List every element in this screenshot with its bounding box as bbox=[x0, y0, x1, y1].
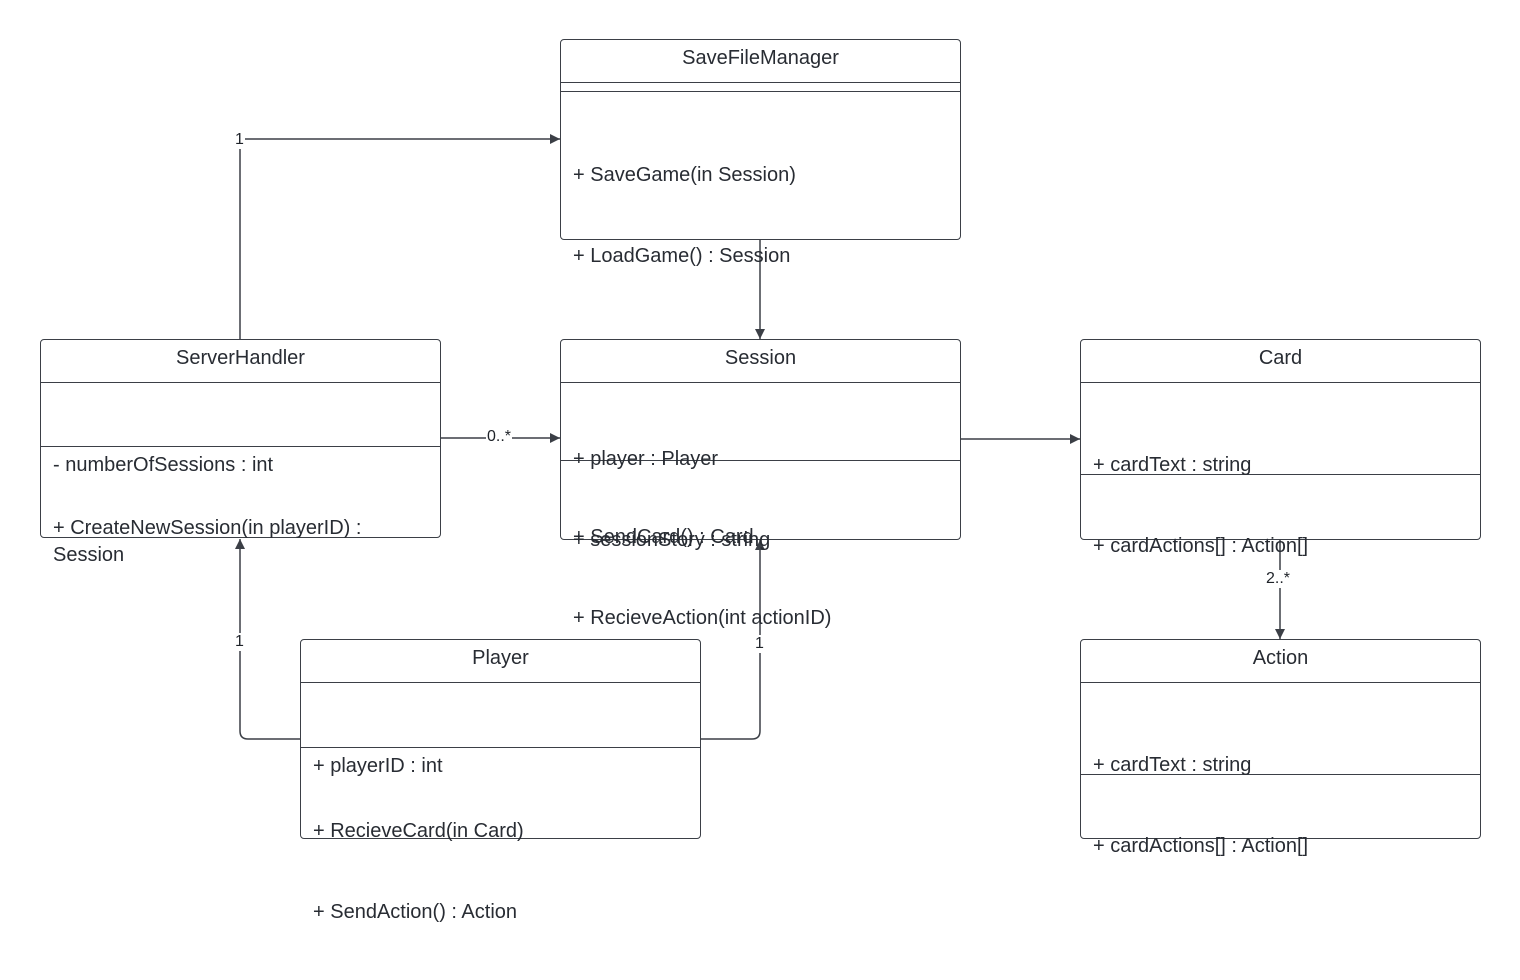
class-name: Card bbox=[1081, 340, 1480, 383]
class-card[interactable]: Card + cardText : string + cardActions[]… bbox=[1080, 339, 1481, 557]
class-serverhandler[interactable]: ServerHandler - numberOfSessions : int +… bbox=[40, 339, 441, 566]
class-attributes bbox=[561, 83, 960, 92]
class-operations: + RecieveCard(in Card) + SendAction() : … bbox=[301, 748, 700, 980]
class-savefilemanager[interactable]: SaveFileManager + SaveGame(in Session) +… bbox=[560, 39, 961, 267]
attribute: + cardActions[] : Action[] bbox=[1093, 835, 1309, 857]
class-attributes: + cardText : string + cardActions[] : Ac… bbox=[1081, 683, 1480, 857]
multiplicity-label: 1 bbox=[234, 131, 245, 149]
attribute: + playerID : int bbox=[313, 755, 443, 777]
attribute: + cardActions[] : Action[] bbox=[1093, 535, 1309, 557]
operation: + SendCard() : Card bbox=[573, 526, 754, 548]
association-player-session[interactable] bbox=[700, 540, 765, 740]
class-operations: + SendCard() : Card + RecieveAction(int … bbox=[561, 461, 960, 686]
class-name: Session bbox=[561, 340, 960, 383]
class-operations bbox=[1081, 475, 1480, 539]
class-operations: + CreateNewSession(in playerID) : Sessio… bbox=[41, 447, 440, 623]
operation: + CreateNewSession(in playerID) : Sessio… bbox=[53, 517, 368, 566]
operation: + LoadGame() : Session bbox=[573, 245, 791, 267]
class-name: Action bbox=[1081, 640, 1480, 683]
multiplicity-label: 2..* bbox=[1265, 570, 1292, 588]
class-session[interactable]: Session + player : Player + sessionStory… bbox=[560, 339, 961, 629]
class-attributes: - numberOfSessions : int bbox=[41, 383, 440, 476]
class-name: SaveFileManager bbox=[561, 40, 960, 83]
attribute: - numberOfSessions : int bbox=[53, 454, 274, 476]
multiplicity-label: 1 bbox=[234, 633, 245, 651]
operation: + SaveGame(in Session) bbox=[573, 164, 796, 186]
class-attributes: + player : Player + sessionStory : strin… bbox=[561, 383, 960, 551]
multiplicity-label: 0..* bbox=[486, 428, 513, 446]
uml-class-diagram: 1 0..* 2..* 1 1 SaveFileManager + SaveGa… bbox=[40, 39, 1481, 923]
class-attributes: + cardText : string + cardActions[] : Ac… bbox=[1081, 383, 1480, 557]
operation: + RecieveAction(int actionID) bbox=[573, 607, 832, 629]
attribute: + sessionStory : string bbox=[573, 529, 771, 551]
attribute: + player : Player bbox=[573, 448, 719, 470]
association-serverhandler-savefilemanager[interactable] bbox=[239, 134, 560, 339]
operation: + RecieveCard(in Card) bbox=[313, 820, 524, 842]
class-attributes: + playerID : int bbox=[301, 683, 700, 777]
class-operations: + SaveGame(in Session) + LoadGame() : Se… bbox=[561, 92, 960, 324]
class-action[interactable]: Action + cardText : string + cardActions… bbox=[1080, 639, 1481, 857]
multiplicity-label: 1 bbox=[754, 635, 765, 653]
attribute: + cardText : string bbox=[1093, 454, 1252, 476]
class-name: Player bbox=[301, 640, 700, 683]
class-operations bbox=[1081, 775, 1480, 838]
operation: + SendAction() : Action bbox=[313, 901, 518, 923]
class-player[interactable]: Player + playerID : int + RecieveCard(in… bbox=[300, 639, 701, 923]
association-player-serverhandler[interactable] bbox=[235, 539, 300, 740]
attribute: + cardText : string bbox=[1093, 754, 1252, 776]
class-name: ServerHandler bbox=[41, 340, 440, 383]
